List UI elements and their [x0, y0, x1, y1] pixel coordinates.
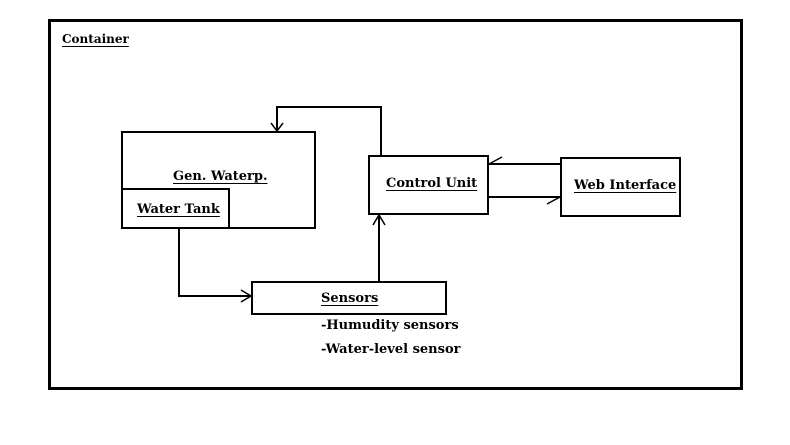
sensor-item-humidity: -Humudity sensors [321, 318, 459, 333]
arrowhead-icon [488, 156, 503, 165]
edge-tank-to-sensors [178, 228, 253, 303]
container-label: Container [62, 32, 129, 46]
sensors-label: Sensors [321, 291, 379, 306]
web-interface-box [560, 157, 681, 217]
container-box [48, 19, 743, 390]
sensor-item-water-level: -Water-level sensor [321, 342, 461, 357]
arrowhead-icon [546, 196, 561, 205]
edge-web-to-control [488, 156, 561, 165]
arrowhead-icon [270, 122, 284, 133]
control-unit-label: Control Unit [386, 176, 478, 191]
generator-label: Gen. Waterp. [173, 169, 268, 184]
edge-control-to-generator [270, 106, 382, 156]
arrowhead-icon [240, 289, 253, 303]
arrowhead-icon [372, 213, 386, 226]
edge-control-to-web [489, 196, 561, 205]
control-unit-box [368, 155, 489, 215]
sensors-box [251, 281, 447, 315]
water-tank-box [121, 188, 230, 229]
edge-sensors-to-control [372, 213, 386, 282]
water-tank-label: Water Tank [137, 202, 220, 217]
web-interface-label: Web Interface [574, 178, 677, 193]
